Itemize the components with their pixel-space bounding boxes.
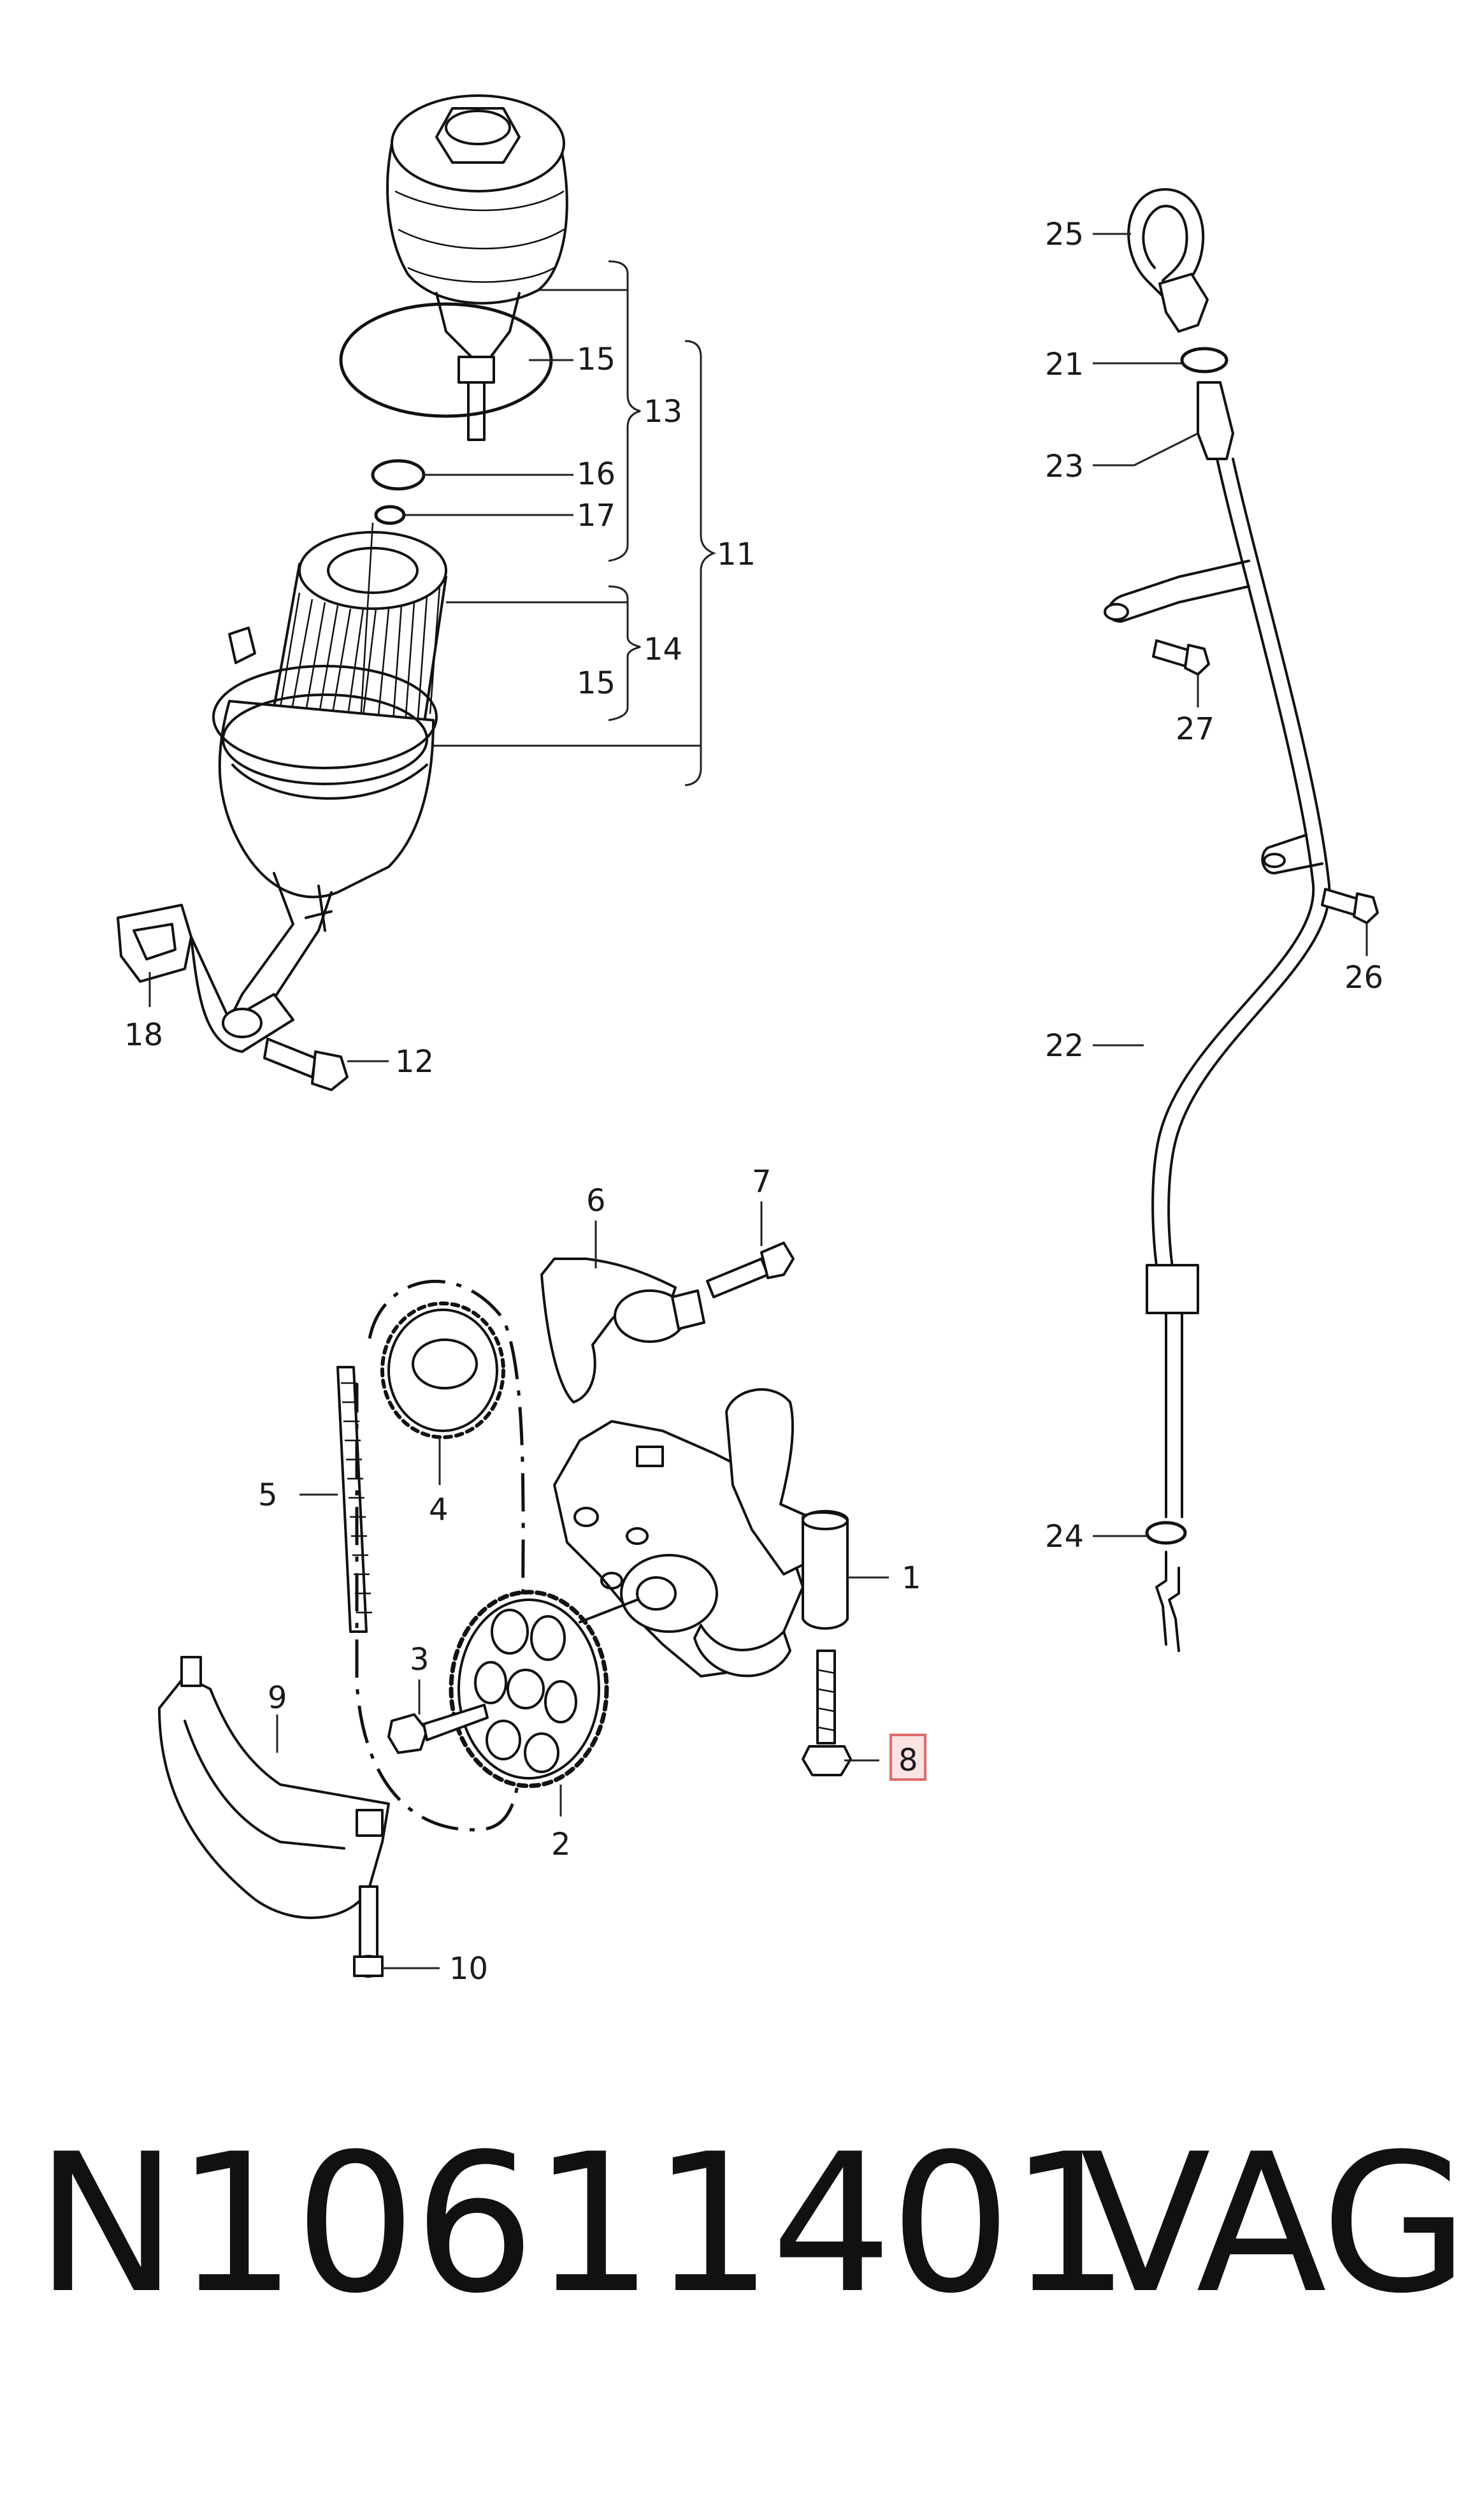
timing-chain: [336, 1366, 372, 1633]
o-ring-16: [371, 459, 426, 491]
callout-27: 27: [1176, 711, 1214, 747]
callout-5: 5: [258, 1477, 278, 1513]
callout-22: 22: [1045, 1028, 1084, 1064]
callout-17: 17: [577, 498, 616, 533]
brand-name: VAG: [1080, 2113, 1469, 2335]
filter-housing: [190, 627, 438, 1053]
gasket: [117, 904, 192, 983]
callout-4: 4: [429, 1492, 449, 1528]
part-number: N10611401: [35, 2113, 1130, 2335]
callout-10: 10: [449, 1951, 488, 1987]
o-ring-17: [374, 505, 406, 525]
callout-11: 11: [717, 537, 756, 572]
group-brackets: [148, 260, 717, 1062]
o-ring-large: [339, 302, 553, 418]
oil-pump: [553, 1388, 849, 1678]
bolt-12: [263, 1038, 349, 1091]
callout-8: 8: [898, 1743, 918, 1778]
callout-16: 16: [577, 456, 616, 492]
dipstick-assembly: [1093, 188, 1379, 1652]
dipstick-tube: [1151, 458, 1315, 1518]
callout-15-upper: 15: [577, 342, 616, 377]
callout-8-highlight: [890, 1734, 926, 1781]
callout-24: 24: [1045, 1519, 1084, 1555]
sprocket-bolt: [387, 1704, 489, 1754]
bolt-8: [802, 1649, 852, 1776]
callout-23: 23: [1045, 449, 1084, 484]
crank-sprocket: [380, 1301, 505, 1439]
callout-2: 2: [551, 1827, 571, 1862]
bolt-10: [353, 1885, 384, 1978]
callout-18: 18: [124, 1017, 163, 1053]
callout-7: 7: [752, 1164, 772, 1200]
callout-labels: 15 13 16 17 11 14 15 18 12 25 21 23 27 2…: [124, 217, 1383, 1987]
callout-9: 9: [268, 1680, 287, 1716]
callout-25: 25: [1045, 217, 1084, 252]
oil-filter-assembly: [117, 94, 568, 1091]
callout-3: 3: [410, 1642, 429, 1678]
bolt-7: [706, 1242, 795, 1298]
callout-1: 1: [902, 1560, 921, 1596]
callout-6: 6: [586, 1183, 606, 1219]
callout-13: 13: [644, 394, 682, 430]
callout-21: 21: [1045, 347, 1084, 382]
oil-pump-drive: [158, 1201, 889, 1978]
callout-15-lower: 15: [577, 665, 616, 701]
callout-14: 14: [644, 632, 682, 667]
exploded-parts-diagram: 15 13 16 17 11 14 15 18 12 25 21 23 27 2…: [117, 94, 1383, 1987]
filter-cap: [386, 94, 568, 441]
callout-26: 26: [1344, 960, 1383, 996]
callout-12: 12: [395, 1044, 434, 1080]
pump-sprocket: [449, 1590, 609, 1788]
chain-guard: [158, 1656, 390, 1919]
chain-tensioner: [540, 1258, 705, 1403]
